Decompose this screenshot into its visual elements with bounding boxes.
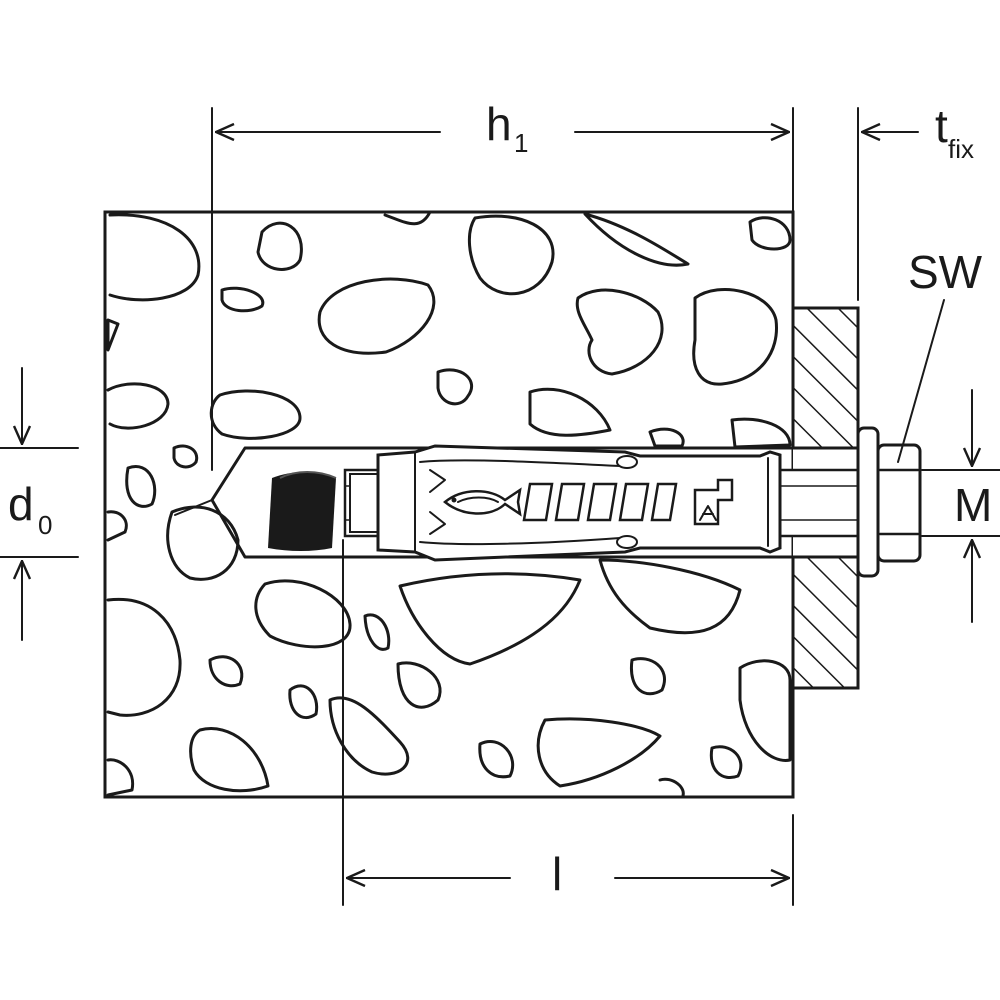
- label-sw: SW: [908, 246, 983, 298]
- label-h1-subscript: 1: [514, 128, 528, 158]
- dimension-m: M: [921, 389, 1000, 623]
- dimension-h1: h 1: [211, 98, 794, 471]
- sleeve-slots: [522, 482, 678, 522]
- dimension-sw: SW: [897, 246, 983, 463]
- label-m: M: [954, 479, 992, 531]
- dimension-l: l: [342, 539, 794, 906]
- anchor-sleeve: [376, 444, 782, 562]
- label-tfix-subscript: fix: [948, 134, 974, 164]
- washer: [856, 426, 880, 578]
- dimension-d0: d 0: [0, 367, 79, 641]
- end-plug: [268, 471, 337, 551]
- label-tfix: t: [935, 100, 948, 152]
- label-d0: d: [8, 478, 34, 530]
- approval-mark-icon: [693, 478, 734, 526]
- label-d0-subscript: 0: [38, 510, 52, 540]
- label-h1: h: [486, 98, 512, 150]
- fish-logo-icon: [443, 487, 522, 517]
- dimension-tfix: t fix: [857, 100, 974, 301]
- label-l: l: [552, 848, 562, 900]
- aggregate-stones: [106, 212, 792, 797]
- hex-nut: [876, 443, 922, 563]
